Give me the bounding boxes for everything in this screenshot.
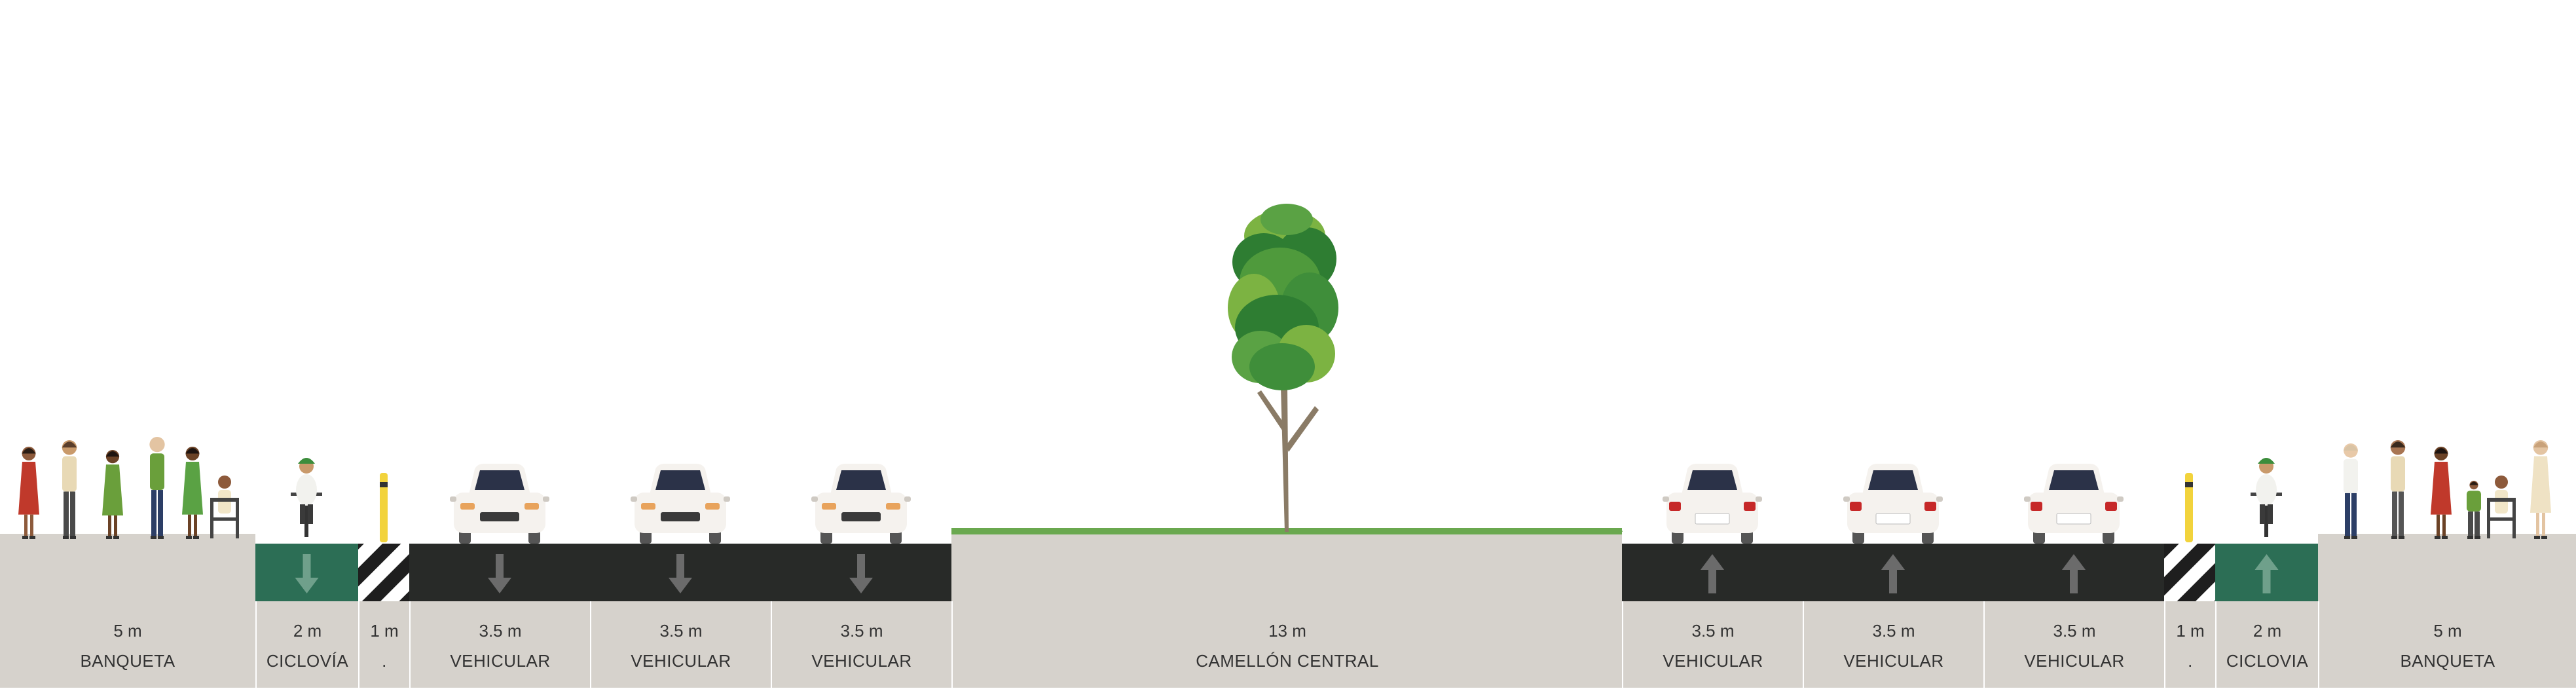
segment-width: 5 m xyxy=(113,621,142,641)
arrow-icon xyxy=(669,554,692,593)
segment-base xyxy=(1622,601,1803,688)
segment-label-drive-1: 3.5 m VEHICULAR xyxy=(409,601,590,688)
arrow-icon xyxy=(1881,554,1905,593)
cyclist-icon xyxy=(2251,458,2282,537)
segment-width: 3.5 m xyxy=(1872,621,1915,641)
segment-width: 3.5 m xyxy=(1691,621,1735,641)
segment-base xyxy=(951,601,1622,688)
pedestrian-icon xyxy=(62,440,77,539)
segment-width: 1 m xyxy=(2176,621,2205,641)
pedestrian-icon xyxy=(149,437,165,539)
segment-name: VEHICULAR xyxy=(450,651,551,671)
pedestrian-icon xyxy=(2467,481,2481,539)
arrow-icon xyxy=(488,554,511,593)
car-icon xyxy=(2024,464,2124,544)
car-icon xyxy=(811,464,911,544)
segment-width: 3.5 m xyxy=(659,621,703,641)
segment-base xyxy=(1983,601,2164,688)
segment-name: VEHICULAR xyxy=(1663,651,1763,671)
segment-label-bike-left: 2 m CICLOVÍA xyxy=(255,601,358,688)
car-icon xyxy=(631,464,730,544)
segment-width: 3.5 m xyxy=(840,621,883,641)
segment-base xyxy=(255,601,358,688)
segment-name: VEHICULAR xyxy=(631,651,731,671)
segment-width: 2 m xyxy=(2253,621,2282,641)
segment-name: BANQUETA xyxy=(80,651,175,671)
pedestrian-icon xyxy=(2431,447,2452,539)
segment-label-sidewalk-right: 5 m BANQUETA xyxy=(2318,601,2576,688)
segment-label-median: 13 m CAMELLÓN CENTRAL xyxy=(951,601,1622,688)
arrow-icon xyxy=(849,554,873,593)
segment-sidewalk xyxy=(2318,534,2576,601)
segment-name: . xyxy=(2188,651,2193,671)
segment-base xyxy=(2215,601,2318,688)
arrow-icon xyxy=(2254,554,2279,593)
segment-width: 13 m xyxy=(1268,621,1306,641)
segment-name: BANQUETA xyxy=(2400,651,2495,671)
pedestrian-icon xyxy=(18,447,39,539)
segment-label-sidewalk-left: 5 m BANQUETA xyxy=(0,601,255,688)
pedestrian-icon xyxy=(2390,440,2406,539)
segment-base xyxy=(771,601,951,688)
segment-name: VEHICULAR xyxy=(2024,651,2125,671)
segment-buffer xyxy=(358,544,409,601)
segment-name: CICLOVÍA xyxy=(266,651,349,671)
segment-label-drive-5: 3.5 m VEHICULAR xyxy=(1803,601,1983,688)
segment-name: CAMELLÓN CENTRAL xyxy=(1196,651,1379,671)
segment-width: 5 m xyxy=(2433,621,2462,641)
tree-icon xyxy=(1228,204,1338,532)
segment-label-drive-2: 3.5 m VEHICULAR xyxy=(590,601,771,688)
segment-name: VEHICULAR xyxy=(1843,651,1944,671)
segment-base xyxy=(0,601,255,688)
arrow-icon xyxy=(2062,554,2086,593)
segment-base xyxy=(2318,601,2576,688)
arrow-icon xyxy=(295,554,319,593)
segment-base xyxy=(358,601,409,688)
segment-width: 2 m xyxy=(293,621,322,641)
segment-name: . xyxy=(382,651,387,671)
cyclist-icon xyxy=(291,458,322,537)
segment-width: 3.5 m xyxy=(2053,621,2096,641)
car-icon xyxy=(1663,464,1762,544)
segment-name: VEHICULAR xyxy=(811,651,912,671)
pedestrian-icon xyxy=(2530,440,2551,539)
segment-width: 1 m xyxy=(370,621,399,641)
segment-label-drive-3: 3.5 m VEHICULAR xyxy=(771,601,951,688)
car-icon xyxy=(450,464,549,544)
segment-base xyxy=(590,601,771,688)
bollard-icon xyxy=(380,473,388,542)
pedestrian-icon xyxy=(2344,443,2358,539)
pedestrian-icon xyxy=(102,450,123,539)
segment-sidewalk xyxy=(0,534,255,601)
segment-label-buffer-left: 1 m . xyxy=(358,601,409,688)
segment-base xyxy=(1803,601,1983,688)
segment-label-drive-6: 3.5 m VEHICULAR xyxy=(1983,601,2164,688)
car-icon xyxy=(1843,464,1943,544)
segment-label-bike-right: 2 m CICLOVIA xyxy=(2215,601,2318,688)
segment-label-drive-4: 3.5 m VEHICULAR xyxy=(1622,601,1803,688)
bollard-icon xyxy=(2185,473,2193,542)
arrow-icon xyxy=(1701,554,1724,593)
wheelchair-user-icon xyxy=(210,476,239,538)
segment-buffer xyxy=(2164,544,2215,601)
segment-width: 3.5 m xyxy=(479,621,522,641)
wheelchair-user-icon xyxy=(2487,476,2516,538)
pedestrian-icon xyxy=(182,447,203,539)
segment-label-buffer-right: 1 m . xyxy=(2164,601,2215,688)
segment-median xyxy=(951,534,1622,601)
segment-base xyxy=(409,601,590,688)
segment-base xyxy=(2164,601,2215,688)
segment-name: CICLOVIA xyxy=(2226,651,2309,671)
